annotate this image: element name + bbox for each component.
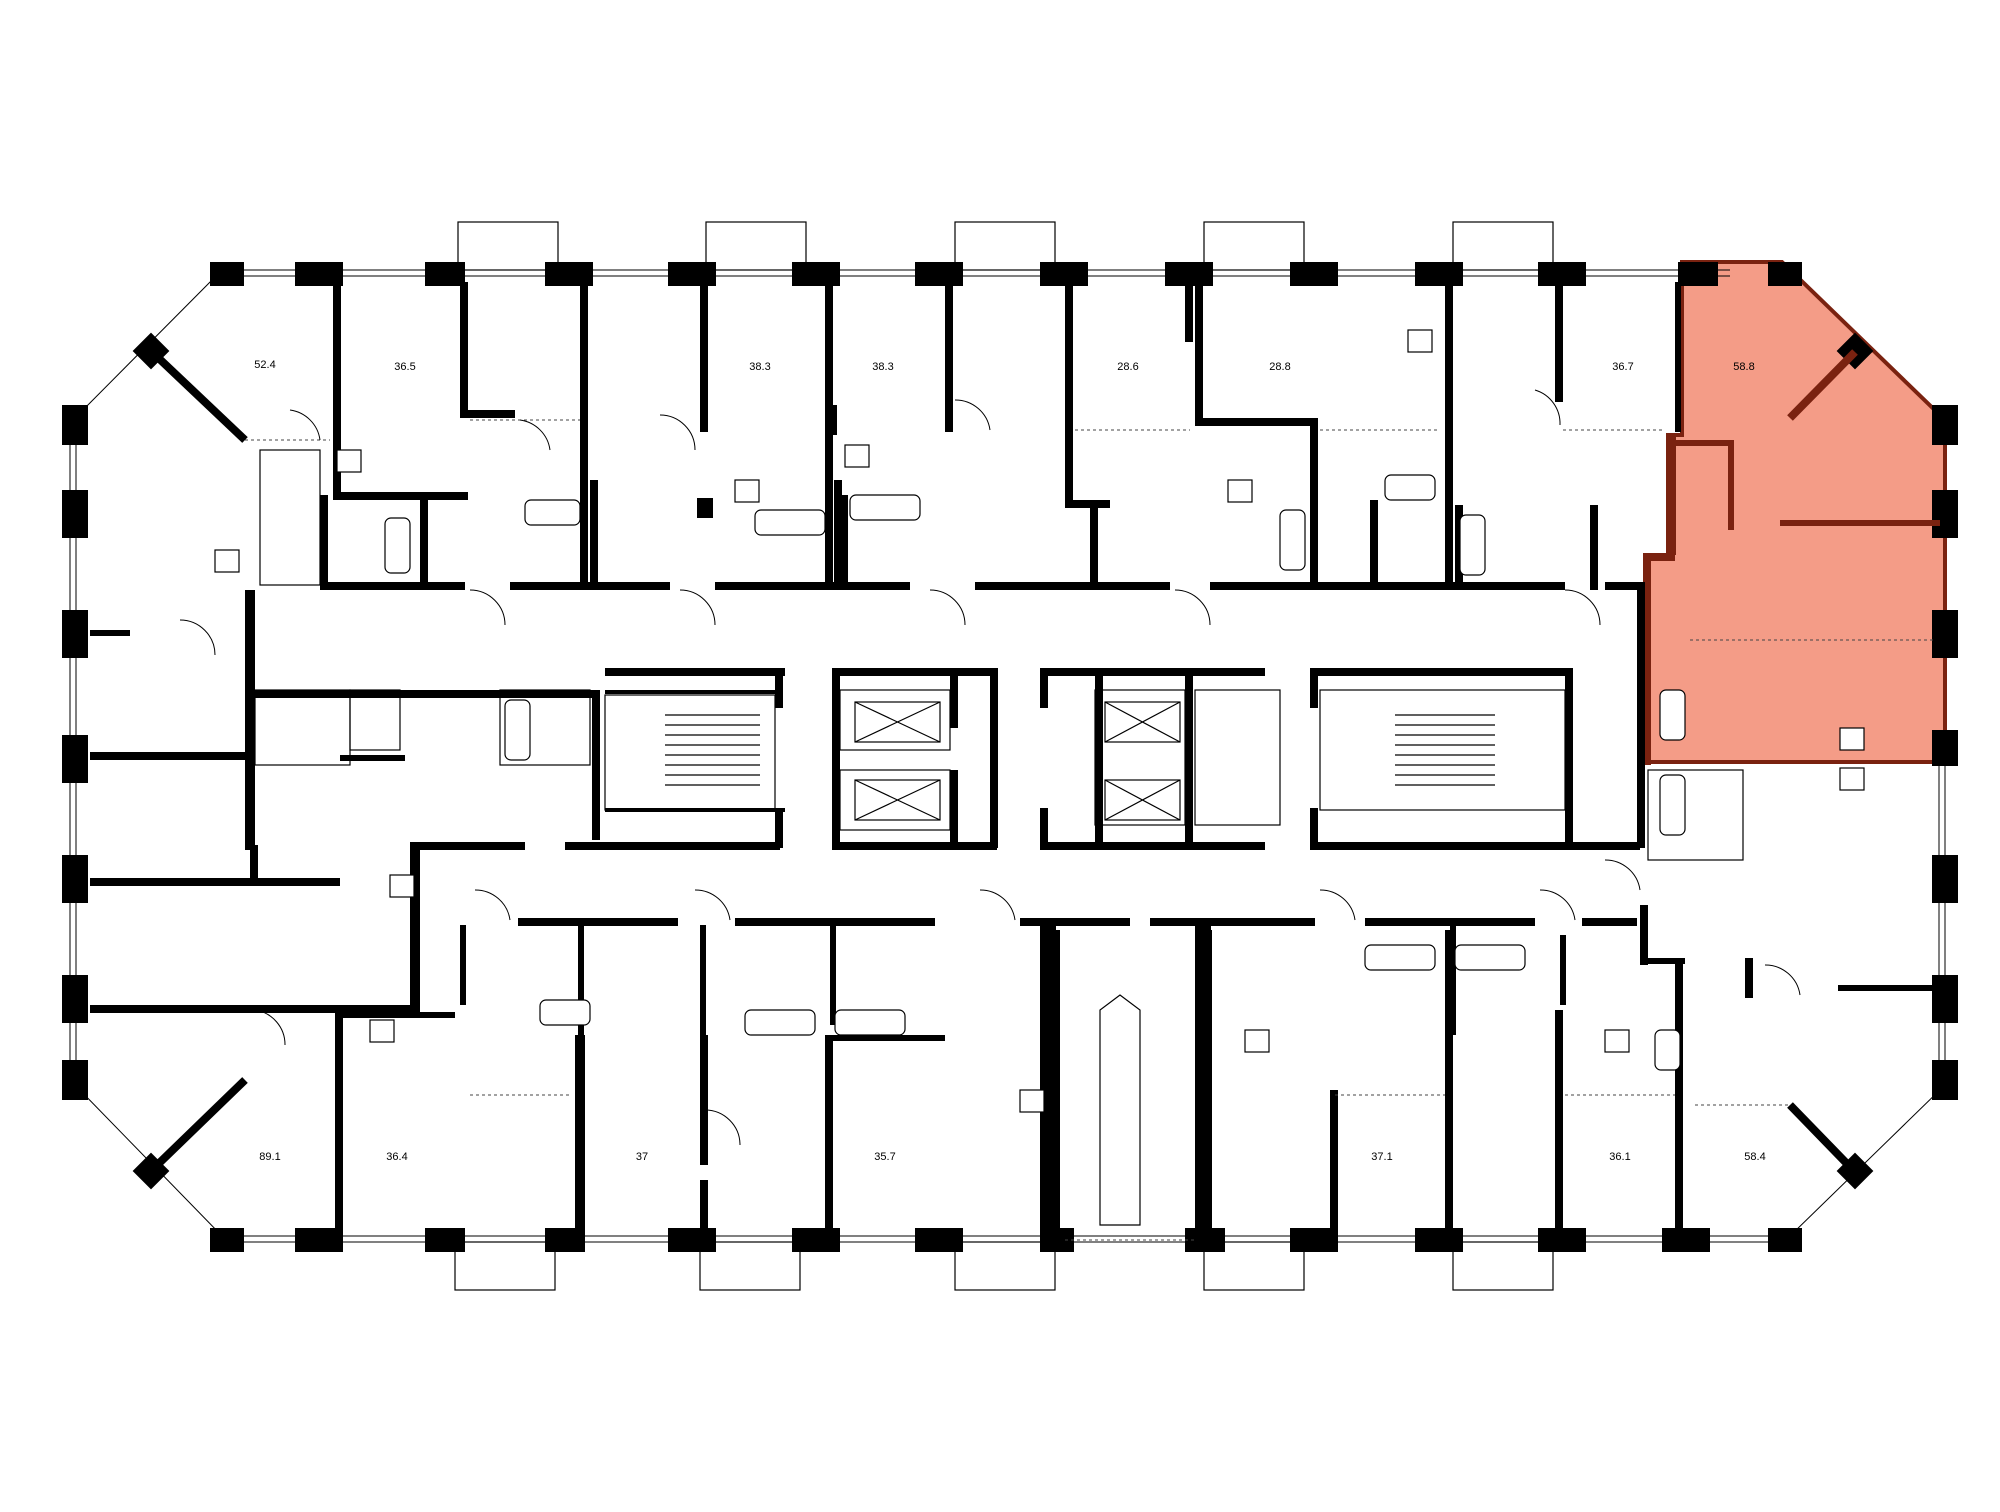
facade-pillars [62,262,1958,1252]
area-label-58-8[interactable]: 58.8 [1733,361,1754,373]
balconies-bottom [454,1241,1554,1291]
area-label-38-3a[interactable]: 38.3 [749,361,770,373]
interior-walls [90,282,1938,1240]
area-label-36-4[interactable]: 36.4 [386,1151,407,1163]
area-label-36-7[interactable]: 36.7 [1612,361,1633,373]
balconies-top [457,221,1554,271]
area-label-28-6[interactable]: 28.6 [1117,361,1138,373]
elevator-shafts [854,701,1181,821]
area-label-89-1[interactable]: 89.1 [259,1151,280,1163]
area-label-52-4[interactable]: 52.4 [254,359,275,371]
interior-details [179,329,1935,1241]
area-label-36-1[interactable]: 36.1 [1609,1151,1630,1163]
area-label-37-1[interactable]: 37.1 [1371,1151,1392,1163]
area-label-36-5[interactable]: 36.5 [394,361,415,373]
selected-apartment-highlight[interactable] [1643,260,1947,764]
area-labels: 52.4 36.5 38.3 38.3 28.6 28.8 36.7 58.8 … [254,359,1765,1163]
area-label-58-4[interactable]: 58.4 [1744,1151,1765,1163]
stairwell-left [665,714,760,786]
area-label-28-8[interactable]: 28.8 [1269,361,1290,373]
area-label-35-7[interactable]: 35.7 [874,1151,895,1163]
area-label-38-3b[interactable]: 38.3 [872,361,893,373]
stairwell-right [1395,714,1495,786]
selected-apartment-walls [1645,435,1940,765]
central-shaft [1048,930,1212,1241]
area-label-37[interactable]: 37 [636,1151,648,1163]
